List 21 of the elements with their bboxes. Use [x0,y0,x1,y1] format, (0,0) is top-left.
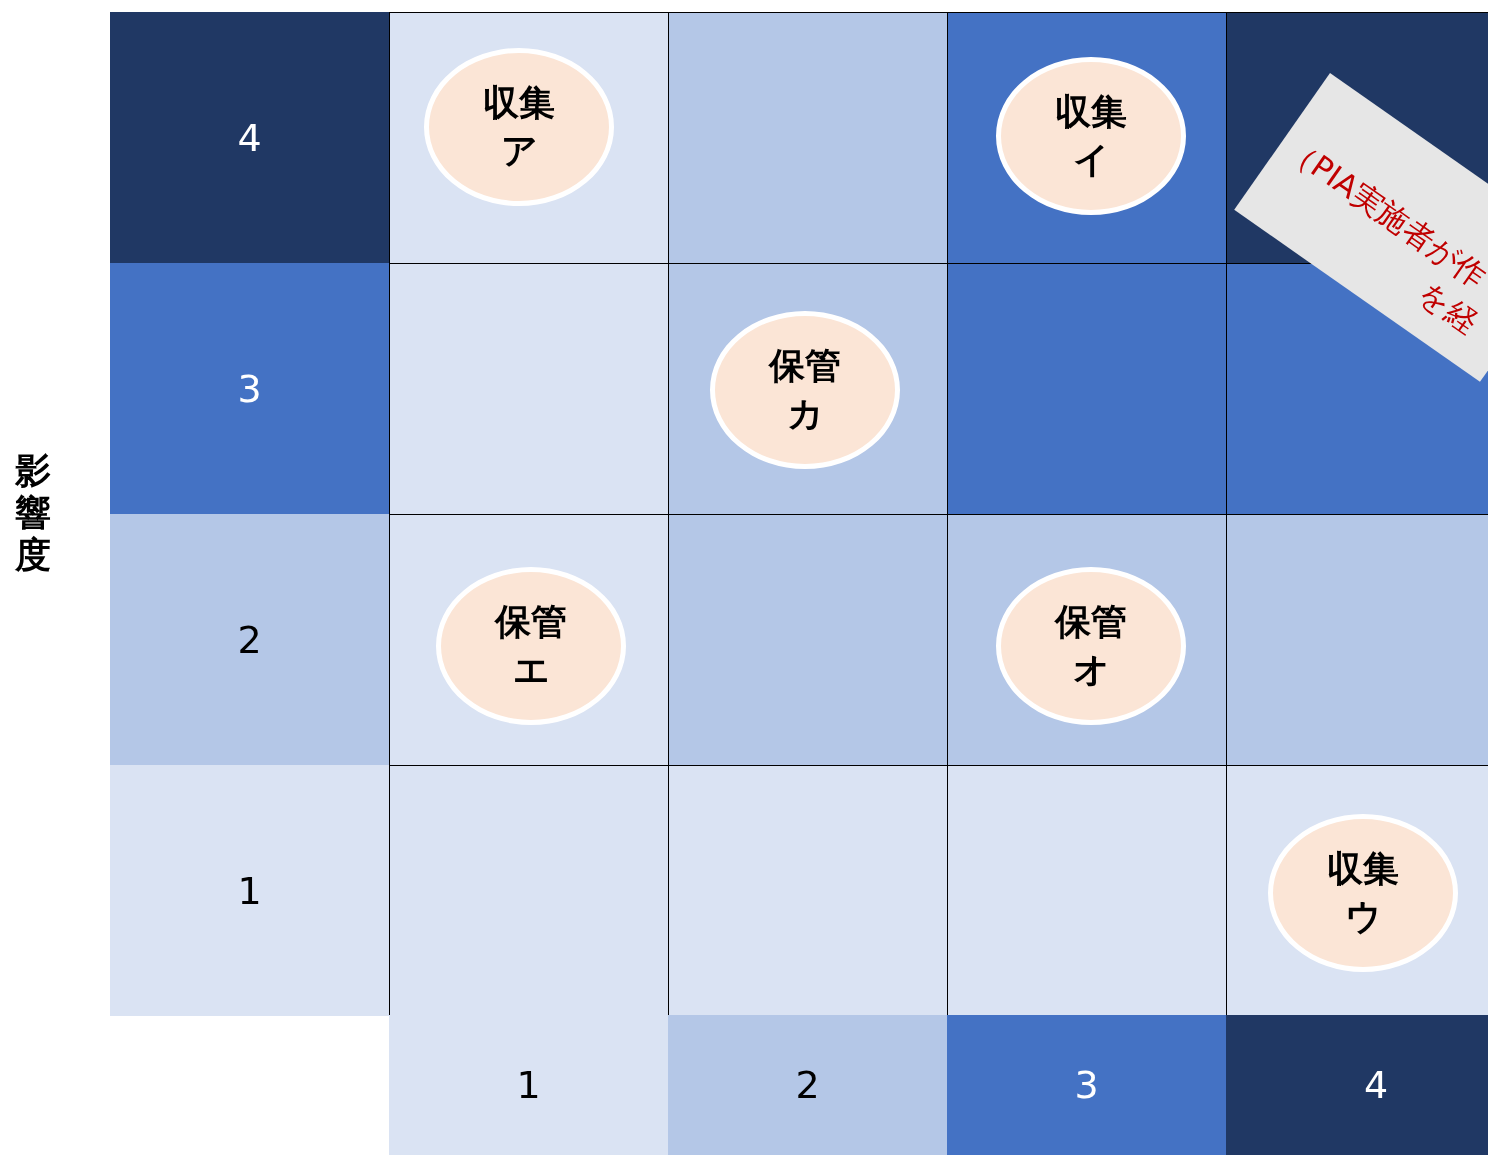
axis-cell: 1 [110,765,389,1016]
ellipse-label: 収集 [483,81,555,125]
axis-title: 影響度 [14,450,52,576]
ellipse-label: 保管 [1055,600,1127,644]
ellipse-label: 収集 [1055,90,1127,134]
ellipse-label: カ [786,392,824,436]
ellipse-label: 保管 [769,344,841,388]
ellipse-label: エ [512,648,550,692]
ellipse-label: ア [500,129,538,173]
axis-cell: 3 [947,1015,1226,1155]
ellipse-label: 保管 [495,600,567,644]
axis-cell: 1 [389,1015,668,1155]
axis-cell: 3 [110,263,389,514]
axis-cell: 4 [110,12,389,263]
ellipse-label: 収集 [1327,847,1399,891]
ellipse-label: ウ [1344,895,1382,939]
ellipse-label: イ [1072,138,1110,182]
axis-cell: 2 [110,514,389,765]
axis-cell: 4 [1226,1015,1488,1155]
ellipse-label: オ [1072,648,1110,692]
axis-cell: 2 [668,1015,947,1155]
